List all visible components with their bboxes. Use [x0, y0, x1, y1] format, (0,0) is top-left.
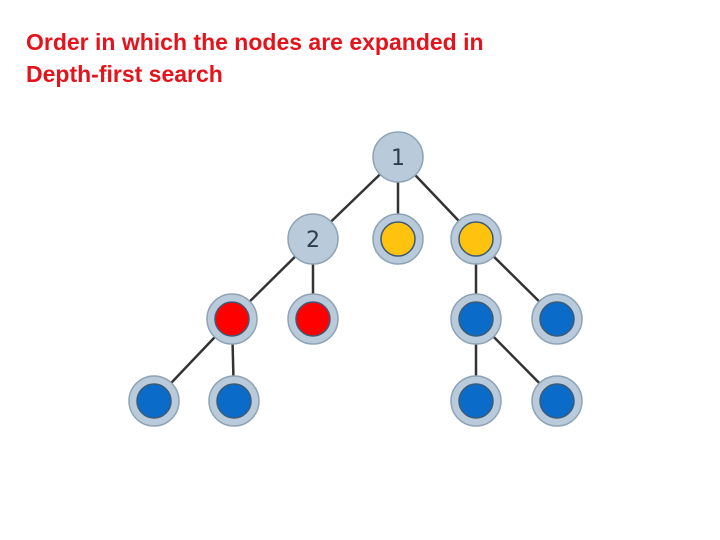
tree-node-visited: 2	[287, 213, 339, 265]
title-line-1: Order in which the nodes are expanded in	[26, 29, 484, 55]
tree-node-unvisited	[531, 375, 583, 427]
tree-node-frontier	[372, 213, 424, 265]
tree-node-frontier	[450, 213, 502, 265]
node-fill-unvisited	[216, 383, 252, 419]
node-fill-unvisited	[539, 301, 575, 337]
node-ring	[372, 131, 424, 183]
node-fill-frontier	[458, 221, 494, 257]
node-fill-current	[214, 301, 250, 337]
tree-node-unvisited	[208, 375, 260, 427]
node-fill-unvisited	[539, 383, 575, 419]
tree-node-current	[287, 293, 339, 345]
node-fill-unvisited	[458, 301, 494, 337]
tree-node-current	[206, 293, 258, 345]
tree-node-unvisited	[531, 293, 583, 345]
tree-edges	[153, 156, 558, 402]
tree-node-visited: 1	[372, 131, 424, 183]
node-label: 1	[391, 146, 405, 171]
tree-node-unvisited	[450, 375, 502, 427]
node-fill-frontier	[380, 221, 416, 257]
title-line-2: Depth-first search	[26, 61, 223, 87]
node-fill-unvisited	[458, 383, 494, 419]
node-fill-unvisited	[136, 383, 172, 419]
tree-node-unvisited	[128, 375, 180, 427]
node-ring	[287, 213, 339, 265]
tree-nodes: 12	[128, 131, 583, 427]
slide-title: Order in which the nodes are expanded in…	[26, 26, 686, 90]
tree-node-unvisited	[450, 293, 502, 345]
node-label: 2	[306, 228, 320, 253]
node-fill-current	[295, 301, 331, 337]
